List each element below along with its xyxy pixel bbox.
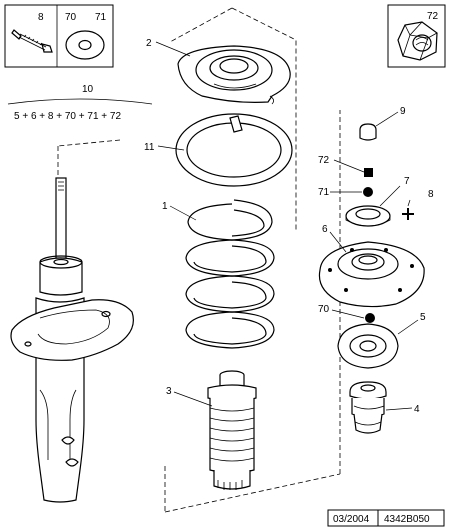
- callout-71: 71: [318, 187, 330, 198]
- nut-box: 72: [387, 4, 446, 68]
- washer-marker-icon: [363, 187, 373, 197]
- coil-spring: [185, 199, 275, 349]
- shock-absorber: [10, 177, 134, 503]
- label-8: 8: [38, 12, 44, 23]
- kit-label: 10: [82, 84, 94, 95]
- label-71: 71: [95, 12, 107, 23]
- callout-7: 7: [404, 176, 410, 187]
- callout-11: 11: [144, 142, 155, 153]
- washer-icon: [65, 30, 105, 60]
- kit-formula: 10 5 + 6 + 8 + 70 + 71 + 72: [7, 84, 153, 122]
- label-70: 70: [65, 12, 77, 23]
- nut-70-marker-icon: [365, 313, 375, 323]
- upper-spring-seat: [177, 45, 291, 105]
- callout-5: 5: [420, 312, 426, 323]
- bump-stop: [349, 381, 387, 434]
- footer-code: 4342B050: [384, 514, 430, 525]
- nut-icon: [397, 21, 438, 61]
- dust-cap: [359, 123, 377, 141]
- nut-marker-icon: [364, 168, 373, 177]
- callout-9: 9: [400, 106, 406, 117]
- callout-8: 8: [428, 189, 434, 200]
- callout-72: 72: [318, 155, 330, 166]
- boundary-lines: [57, 7, 341, 513]
- lower-bearing: [337, 323, 399, 369]
- parts-box: 8 70 71: [4, 4, 114, 68]
- dust-boot: [207, 370, 257, 490]
- callout-6: 6: [322, 224, 328, 235]
- callout-70: 70: [318, 304, 330, 315]
- callout-1: 1: [162, 201, 168, 212]
- strut-mount: [318, 241, 425, 308]
- bolt-icon: [11, 29, 53, 53]
- bolt-marker-icon: [402, 208, 414, 220]
- label-72-box: 72: [427, 11, 439, 22]
- kit-formula-text: 5 + 6 + 8 + 70 + 71 + 72: [14, 111, 121, 122]
- callout-2: 2: [146, 38, 152, 49]
- bearing-cup: [345, 205, 391, 227]
- footer: 03/2004 4342B050: [327, 509, 445, 527]
- spring-insulator: [175, 113, 293, 187]
- callout-leaders: [155, 41, 419, 411]
- callout-3: 3: [166, 386, 172, 397]
- footer-date: 03/2004: [333, 514, 370, 525]
- callout-4: 4: [414, 404, 420, 415]
